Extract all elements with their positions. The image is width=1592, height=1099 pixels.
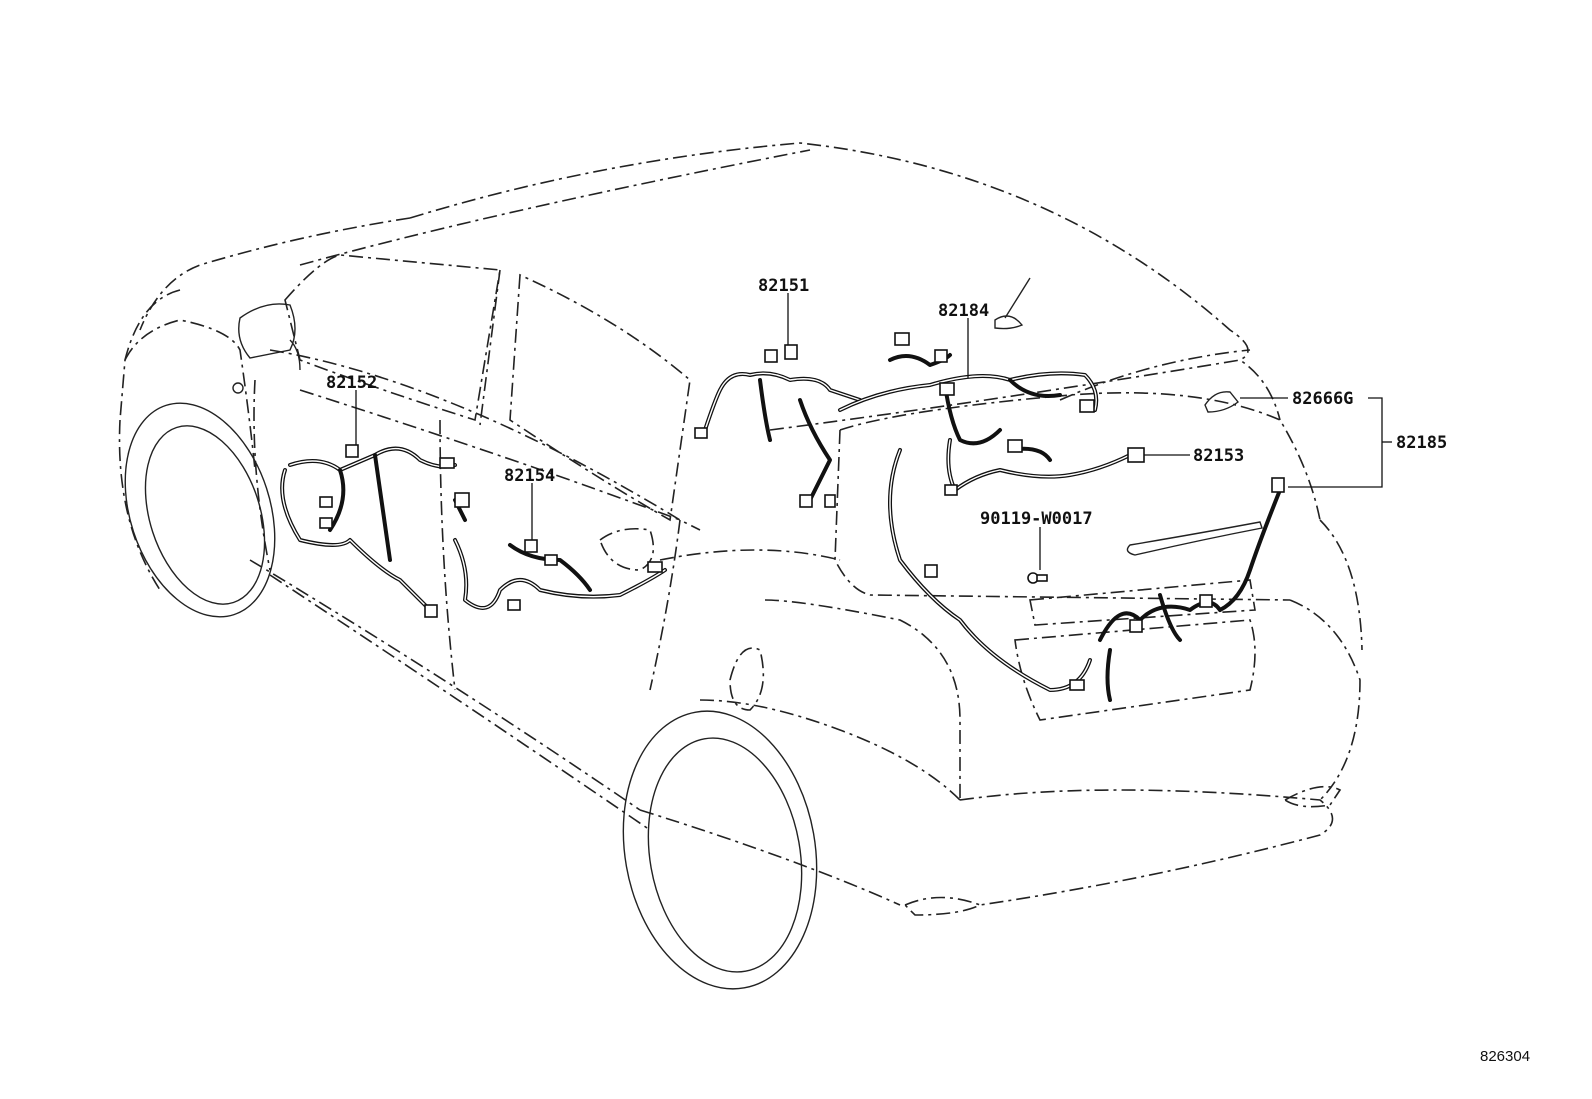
- leader-lines: [355, 293, 1392, 570]
- callout-82666G: 82666G: [1292, 389, 1353, 409]
- harness-82185: [888, 391, 1285, 702]
- illustration-number: 826304: [1480, 1048, 1530, 1065]
- harness-82153: [944, 438, 1145, 496]
- vehicle-solid-details: [124, 277, 1263, 990]
- harness-82184: [838, 332, 1099, 446]
- callout-82152: 82152: [326, 373, 377, 393]
- callout-82154: 82154: [504, 466, 555, 486]
- callout-82153: 82153: [1193, 446, 1244, 466]
- vehicle-outline: [118, 142, 1363, 916]
- bolt-90119-W0017: [1027, 572, 1048, 584]
- harness-82154: [453, 492, 667, 611]
- harness-82151: [694, 344, 862, 508]
- callout-82185: 82185: [1396, 433, 1447, 453]
- harness-82152: [280, 444, 457, 618]
- callout-90119-W0017: 90119-W0017: [980, 509, 1093, 529]
- callout-82151: 82151: [758, 276, 809, 296]
- callout-82184: 82184: [938, 301, 989, 321]
- callout-labels: 82151 82184 82152 82154 82666G 82185 821…: [326, 276, 1530, 1065]
